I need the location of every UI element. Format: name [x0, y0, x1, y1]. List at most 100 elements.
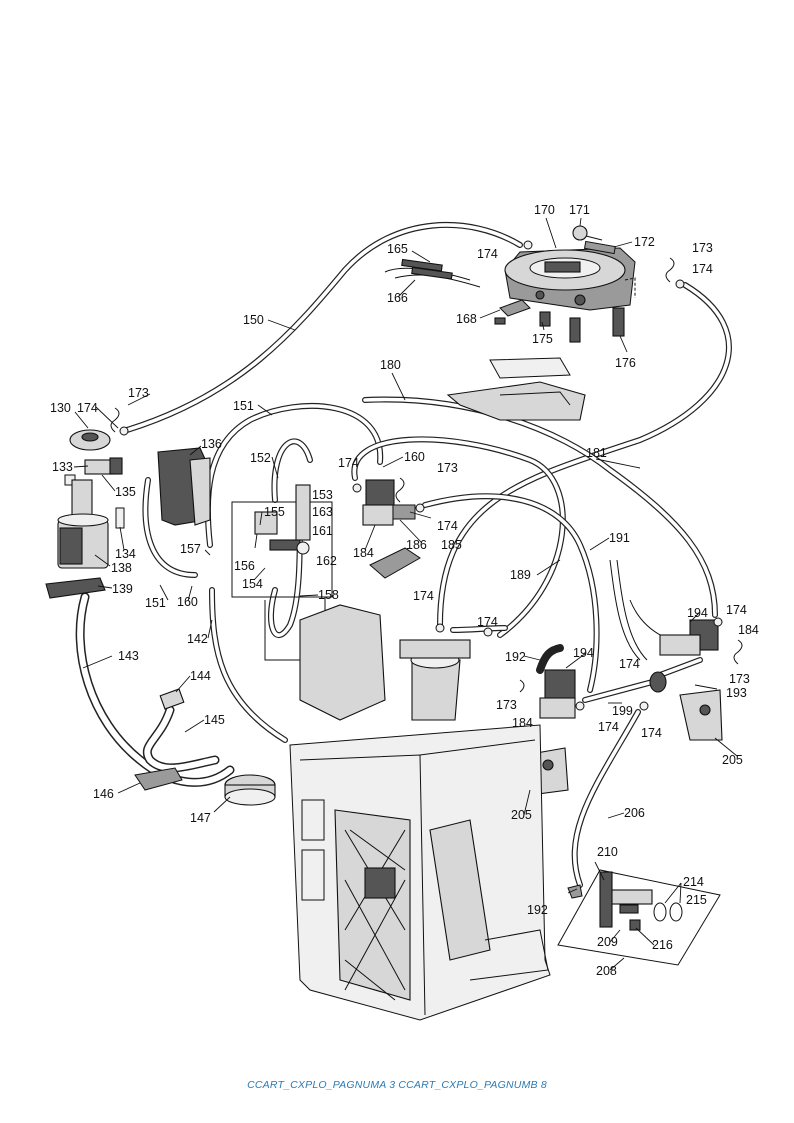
label-185: 185	[441, 538, 462, 552]
label-165: 165	[387, 242, 408, 256]
label-150: 150	[243, 313, 264, 327]
tube-191	[422, 493, 600, 693]
label-174-a: 174	[77, 401, 98, 415]
label-175: 175	[532, 332, 553, 346]
label-152: 152	[250, 451, 271, 465]
tube-150	[124, 222, 523, 433]
tube-145	[142, 705, 220, 773]
label-181: 181	[586, 446, 607, 460]
label-173-e: 173	[729, 672, 750, 686]
clips	[110, 240, 743, 711]
label-163: 163	[312, 505, 333, 519]
part-136-support	[157, 447, 211, 526]
part-tank-cylinder	[399, 639, 471, 721]
part-193-heater	[649, 671, 667, 693]
label-215: 215	[686, 893, 707, 907]
label-174-i: 174	[598, 720, 619, 734]
label-208: 208	[596, 964, 617, 978]
label-173-c: 173	[437, 461, 458, 475]
label-199: 199	[612, 704, 633, 718]
part-138-pump	[57, 479, 109, 569]
tube-151b	[142, 477, 198, 578]
part-165-166-wires	[384, 258, 481, 288]
label-174-e: 174	[437, 519, 458, 533]
label-153: 153	[312, 488, 333, 502]
label-143: 143	[118, 649, 139, 663]
label-160b: 160	[177, 595, 198, 609]
part-147-flowmeter	[224, 774, 276, 806]
label-168: 168	[456, 312, 477, 326]
part-184-bracket	[369, 547, 421, 579]
part-208-outlet	[557, 869, 721, 966]
label-176: 176	[615, 356, 636, 370]
label-147: 147	[190, 811, 211, 825]
label-174-d: 174	[338, 456, 359, 470]
label-151: 151	[233, 399, 254, 413]
label-142: 142	[187, 632, 208, 646]
label-205-a: 205	[722, 753, 743, 767]
thermoblock-plates	[446, 357, 586, 421]
tube-152	[271, 438, 313, 503]
tube-193	[582, 657, 703, 703]
label-155: 155	[264, 505, 285, 519]
label-184-a: 184	[353, 546, 374, 560]
part-139-bracket	[45, 577, 106, 599]
label-144: 144	[190, 669, 211, 683]
label-174-g: 174	[477, 615, 498, 629]
label-184-c: 184	[738, 623, 759, 637]
label-186: 186	[406, 538, 427, 552]
label-133: 133	[52, 460, 73, 474]
label-174-f: 174	[413, 589, 434, 603]
label-173-a: 173	[128, 386, 149, 400]
part-130-cap	[69, 429, 111, 451]
label-209: 209	[597, 935, 618, 949]
label-174-j: 174	[641, 726, 662, 740]
label-160: 160	[404, 450, 425, 464]
label-184-b: 184	[512, 716, 533, 730]
part-146-flowmeter-bracket	[134, 767, 183, 791]
label-171: 171	[569, 203, 590, 217]
label-174-h: 174	[619, 657, 640, 671]
label-134: 134	[115, 547, 136, 561]
part-144-fitting	[159, 688, 185, 710]
tube-143	[75, 592, 235, 787]
tube-189	[351, 436, 566, 638]
page-footer-code: CCART_CXPLO_PAGNUMA 3 CCART_CXPLO_PAGNUM…	[247, 1079, 547, 1091]
part-172-clip	[583, 240, 616, 255]
label-192-b: 192	[527, 903, 548, 917]
label-138: 138	[111, 561, 132, 575]
label-156: 156	[234, 559, 255, 573]
label-205-b: 205	[511, 808, 532, 822]
label-173-b: 173	[692, 241, 713, 255]
label-210: 210	[597, 845, 618, 859]
label-158: 158	[318, 588, 339, 602]
label-157: 157	[180, 542, 201, 556]
part-176-screw	[612, 307, 625, 337]
label-174-k: 174	[726, 603, 747, 617]
label-180: 180	[380, 358, 401, 372]
label-174-b: 174	[477, 247, 498, 261]
main-frame	[289, 604, 551, 1021]
label-130: 130	[50, 401, 71, 415]
label-161: 161	[312, 524, 333, 538]
part-number-labels: 130 133 134 135 136 138 139 142 143 144 …	[50, 203, 759, 978]
tube-180	[362, 396, 718, 618]
part-171-sensor	[572, 225, 603, 241]
label-216: 216	[652, 938, 673, 952]
label-135: 135	[115, 485, 136, 499]
tube-181	[437, 282, 732, 628]
label-154: 154	[242, 577, 263, 591]
label-172: 172	[634, 235, 655, 249]
part-175-screws	[494, 311, 581, 343]
label-146: 146	[93, 787, 114, 801]
label-136: 136	[201, 437, 222, 451]
label-189: 189	[510, 568, 531, 582]
label-194-a: 194	[573, 646, 594, 660]
label-193: 193	[726, 686, 747, 700]
part-168-bracket	[499, 299, 531, 317]
part-134-seal	[115, 507, 125, 529]
label-166: 166	[387, 291, 408, 305]
label-191: 191	[609, 531, 630, 545]
part-158-valve-assembly	[231, 484, 333, 661]
tube-142	[209, 587, 288, 743]
